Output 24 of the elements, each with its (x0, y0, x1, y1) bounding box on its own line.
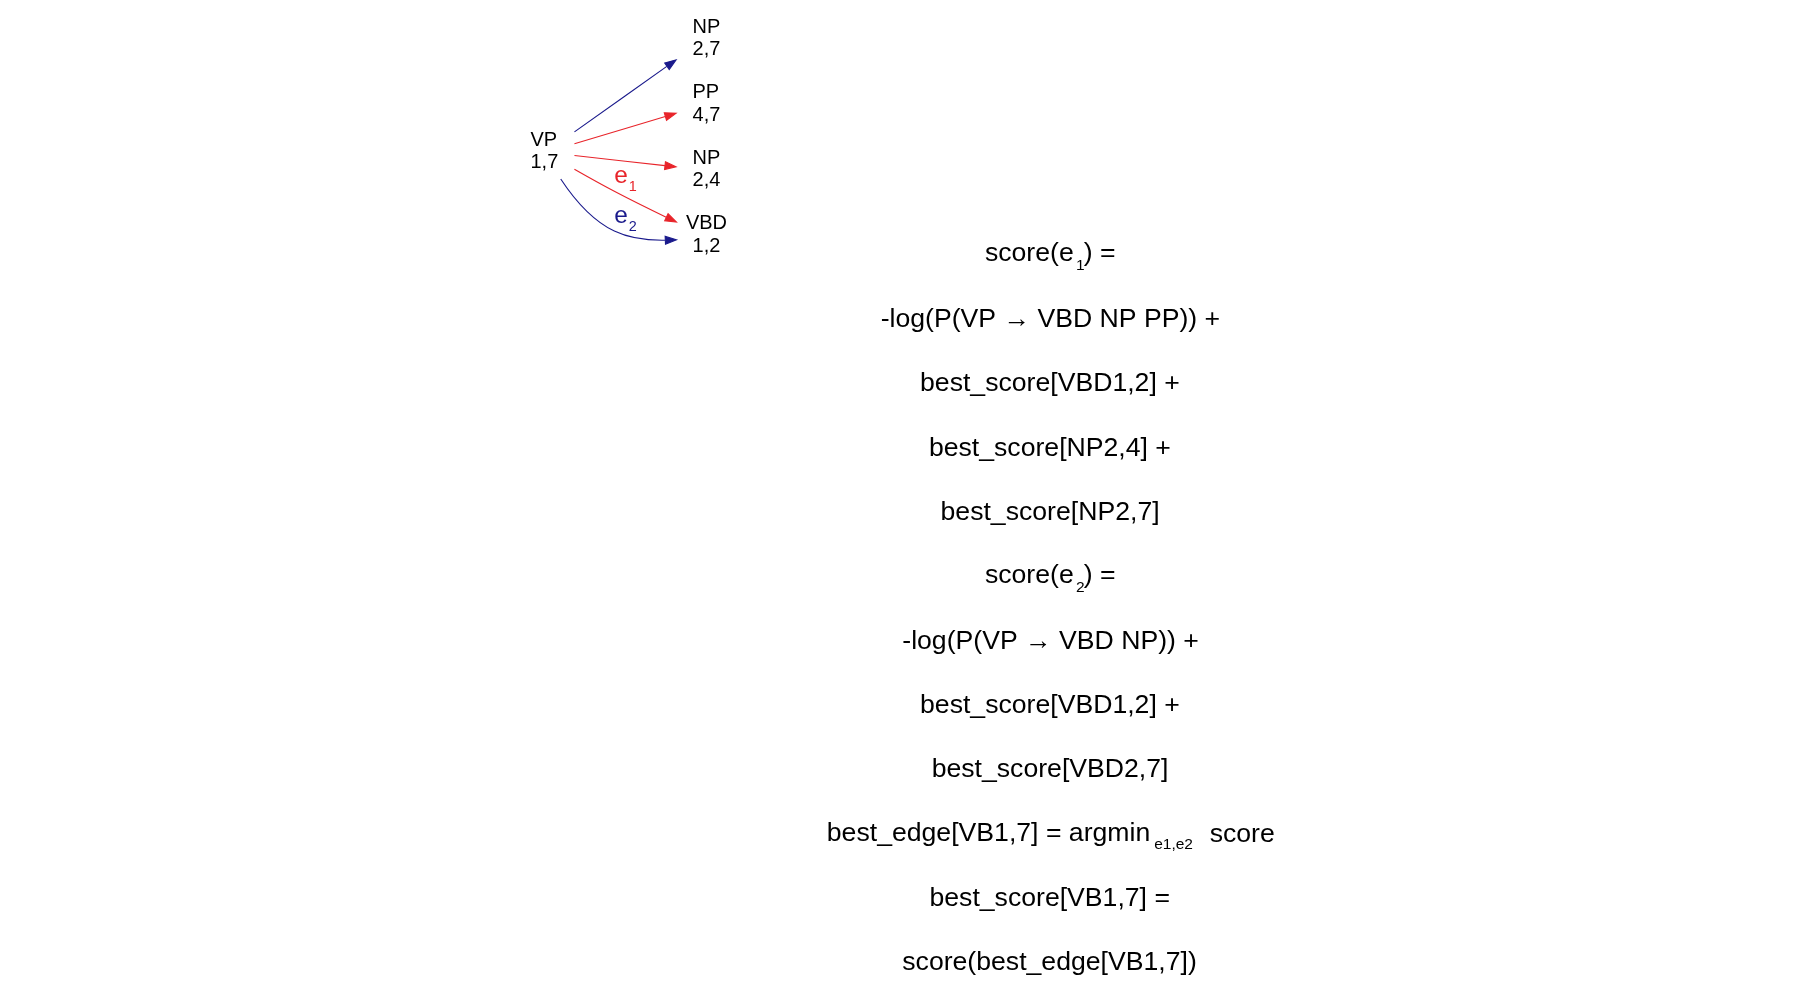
node-text: VBD 1,2 (685, 211, 727, 256)
label: score(best_edge[VB1,7]) (901, 946, 1197, 977)
label: best_score[NP2,4] + (928, 431, 1171, 462)
label: best_edge[VB1,7] = argmin$_{e1,e2}$ score (826, 816, 1275, 853)
edge-label: e$_{1}$ (613, 160, 637, 194)
label: best_score[VBD1,2] + (919, 367, 1180, 398)
node-text: NP 2,4 (692, 145, 720, 191)
label: best_score[NP2,7] (940, 495, 1160, 526)
arrow (573, 155, 678, 171)
arrow (573, 58, 677, 133)
node-text: VP 1,7 (530, 128, 558, 173)
edge-label: e$_{2}$ (613, 200, 637, 234)
label: best_score[VB1,7] = (928, 882, 1170, 913)
arrow (573, 168, 678, 223)
arrow (559, 178, 678, 245)
arrow (573, 112, 678, 145)
label: -log(P(VP → VBD NP)) + (901, 624, 1199, 655)
label: best_score[VBD1,2] + (919, 688, 1180, 719)
node-text: PP 4,7 (692, 80, 720, 125)
label: best_score[VBD2,7] (931, 753, 1168, 784)
label: score(e$_{1}$) = (984, 237, 1116, 273)
node-text: NP 2,7 (692, 14, 720, 60)
label: score(e$_{2}$) = (984, 559, 1116, 595)
label: -log(P(VP → VBD NP PP)) + (880, 302, 1220, 333)
